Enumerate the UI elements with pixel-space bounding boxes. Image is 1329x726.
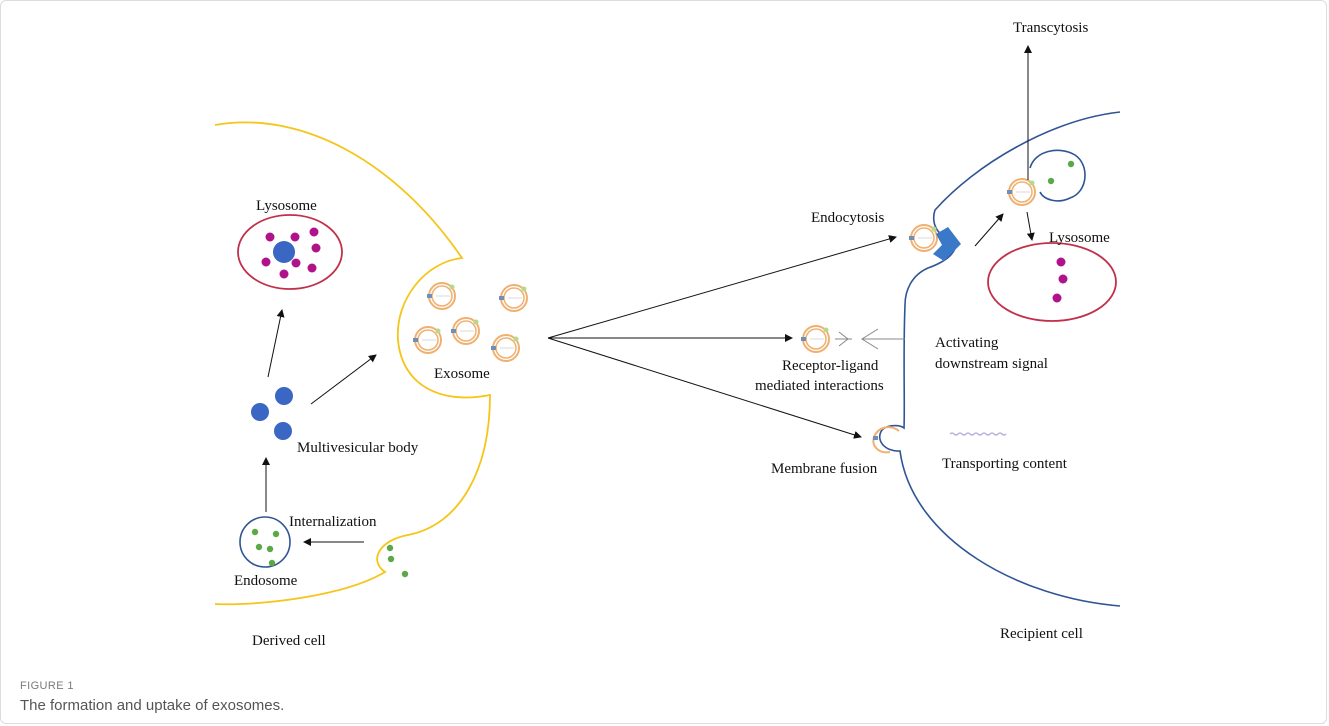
label-membrane-fusion: Membrane fusion: [771, 461, 878, 477]
label-activating-2: downstream signal: [935, 356, 1048, 372]
receptor-shape: [933, 227, 961, 261]
derived-cell-arrows: [262, 235, 897, 546]
receptor-ligand-exosome: [800, 325, 830, 353]
endocytosis-exosome: [908, 224, 938, 252]
derived-cell-membrane: [214, 121, 491, 606]
label-lysosome-right: Lysosome: [1049, 230, 1110, 246]
recipient-cell-arrows: [974, 45, 1035, 247]
label-lysosome-left: Lysosome: [256, 198, 317, 214]
figure-label: FIGURE 1: [20, 680, 74, 692]
recipient-cell-membrane: [878, 111, 1121, 607]
transported-content: [949, 432, 1007, 436]
endosome: [239, 516, 291, 568]
label-endocytosis: Endocytosis: [811, 210, 884, 226]
label-receptor-ligand-2: mediated interactions: [755, 378, 884, 394]
label-internalization: Internalization: [289, 514, 377, 530]
transcytosis-vesicle: [1029, 149, 1086, 202]
exosome-diagram: Lysosome Multivesicular body Endosome In…: [214, 20, 1121, 649]
label-recipient-cell: Recipient cell: [1000, 626, 1083, 642]
lysosome-core: [273, 241, 295, 263]
label-transporting-content: Transporting content: [942, 456, 1068, 472]
membrane-fusion-vesicle: [872, 426, 900, 454]
transcytosis-exosome: [1006, 178, 1036, 206]
label-endosome: Endosome: [234, 573, 298, 589]
exosome-cluster: [412, 282, 528, 362]
label-exosome: Exosome: [434, 366, 490, 382]
label-multivesicular-body: Multivesicular body: [297, 440, 419, 456]
label-receptor-ligand-1: Receptor-ligand: [782, 358, 879, 374]
lysosome-left: [237, 214, 343, 290]
receptor-ligand-signal: [835, 328, 905, 350]
internalization-cargo: [386, 544, 409, 578]
figure-caption: The formation and uptake of exosomes.: [20, 697, 285, 714]
label-derived-cell: Derived cell: [252, 633, 326, 649]
label-activating-1: Activating: [935, 335, 999, 351]
multivesicular-body: [251, 387, 293, 440]
label-transcytosis: Transcytosis: [1013, 20, 1088, 36]
lysosome-right: [987, 242, 1117, 322]
